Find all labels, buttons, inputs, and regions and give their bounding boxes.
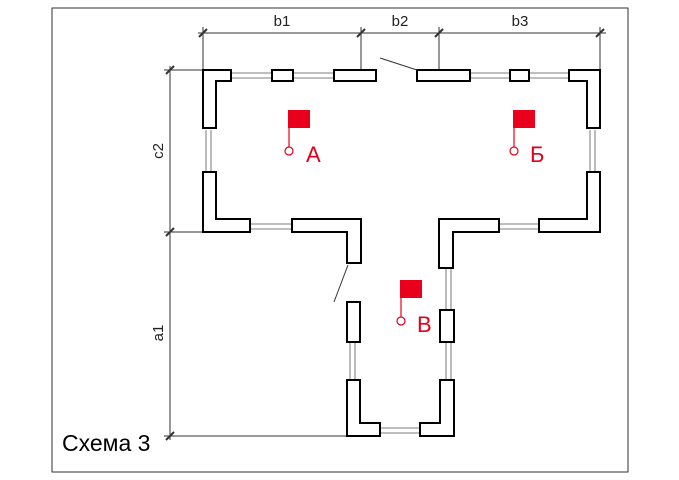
point-v: В [396, 280, 432, 337]
window-glazing [205, 72, 596, 434]
marker-point-a [284, 146, 294, 156]
wall-stem-right-pier [439, 309, 455, 343]
wall-stem-left-pier [346, 301, 361, 343]
wall-top-right-pier [509, 69, 530, 82]
point-label-b: Б [530, 142, 544, 167]
wall-stem-bottom-right [419, 379, 455, 437]
wall-stem-bottom-left [346, 379, 381, 437]
wall-inner-corner-left [291, 218, 362, 264]
scheme-caption: Схема 3 [62, 430, 150, 456]
wall-bottom-left-corner [202, 171, 251, 233]
door-leaves [333, 57, 418, 303]
marker-flag-a [288, 110, 310, 128]
dim-label-b3: b3 [512, 13, 529, 30]
wall-top-right-segment [416, 69, 471, 82]
marker-point-b [509, 146, 519, 156]
walls [202, 69, 601, 437]
dim-label-b2: b2 [392, 13, 409, 30]
point-label-v: В [417, 312, 432, 337]
dim-label-b1: b1 [274, 13, 291, 30]
drawing-frame [51, 7, 629, 473]
dim-label-c2: c2 [150, 143, 167, 159]
marker-point-v [396, 316, 406, 326]
door-stem [333, 264, 349, 303]
point-a: А [284, 110, 321, 167]
wall-bottom-right-corner [538, 171, 601, 233]
marker-flag-b [513, 110, 535, 128]
dim-label-a1: a1 [150, 325, 167, 342]
wall-top-left-corner [202, 69, 232, 129]
wall-top-left-pier [271, 69, 294, 82]
point-label-a: А [306, 142, 321, 167]
wall-top-right-corner [568, 69, 601, 129]
wall-top-left-segment [333, 69, 377, 82]
dimension-lines [164, 27, 606, 441]
door-top [379, 57, 418, 71]
point-b: Б [509, 110, 544, 167]
marker-flag-v [400, 280, 422, 298]
wall-inner-corner-right [438, 218, 500, 269]
